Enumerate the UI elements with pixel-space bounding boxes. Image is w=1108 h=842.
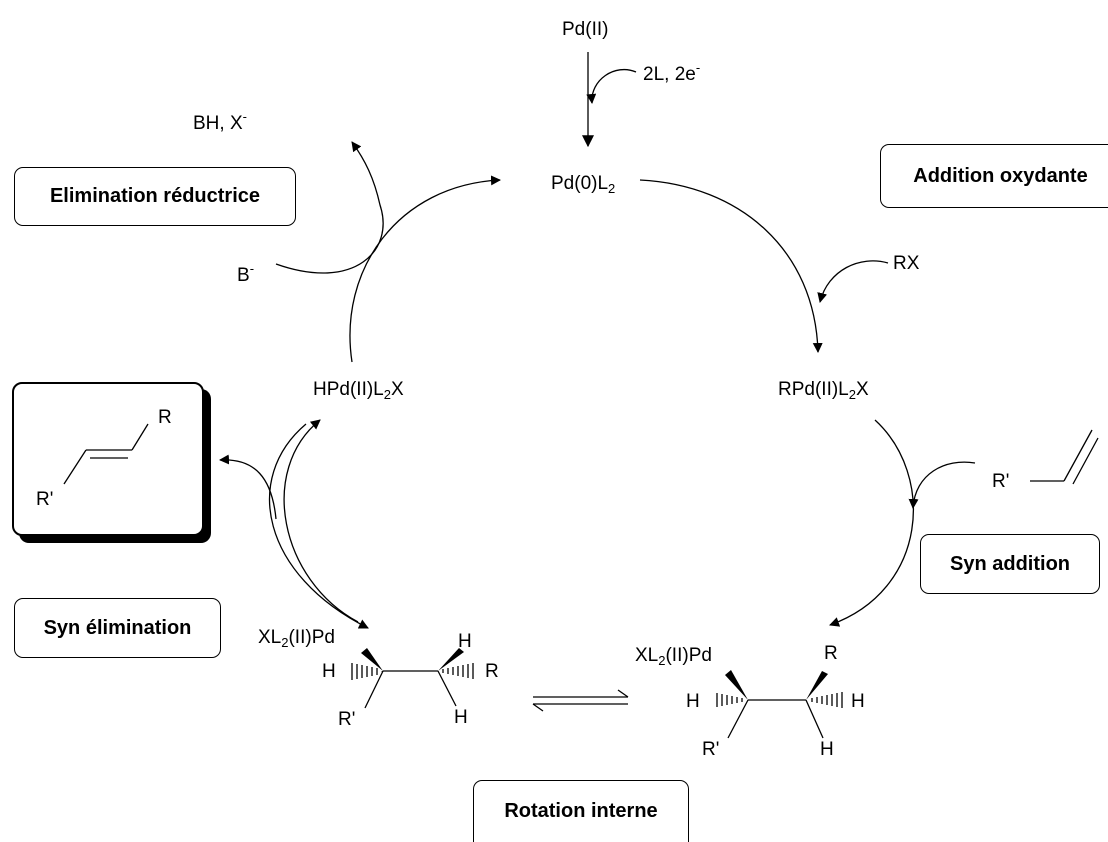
syn-elimination-label: Syn élimination [43, 616, 192, 639]
oxidative-addition-label: Addition oxydante [913, 164, 1088, 187]
bh-x-label: BH, X- [193, 109, 247, 134]
right-h-bottom-label: H [820, 739, 834, 760]
rx-arrow [817, 260, 889, 303]
reductive-elimination-box: Elimination réductrice [14, 167, 296, 226]
oxidative-addition-arc [639, 179, 823, 353]
left-r-label: R [485, 661, 499, 682]
internal-rotation-box: Rotation interne [473, 780, 689, 842]
equilibrium-forward-hook [617, 689, 629, 698]
right-r-prime-label: R' [702, 739, 720, 760]
syn-addition-label: Syn addition [950, 552, 1070, 575]
syn-addition-box: Syn addition [920, 534, 1100, 594]
hpd-complex-label: HPd(II)L2X [313, 379, 404, 402]
syn-elimination-arc-outer [283, 419, 359, 623]
alkene-arrow [908, 461, 976, 509]
syn-elimination-arc-inner [268, 423, 369, 629]
product-r-label: R [158, 407, 172, 428]
product-alkene-structure [63, 423, 149, 485]
syn-addition-arc [829, 419, 914, 627]
product-release-arrow [219, 454, 277, 520]
left-intermediate-bonds [351, 648, 474, 709]
internal-rotation-label: Rotation interne [504, 800, 658, 822]
right-h-label: H [686, 691, 700, 712]
pd0-catalyst-label: Pd(0)L2 [551, 173, 616, 196]
reducing-reagent-arrow [586, 68, 637, 104]
alkene-substituent-label: R' [992, 471, 1010, 492]
product-box: R R' [12, 382, 204, 536]
right-h-right-label: H [851, 691, 865, 712]
left-h-label: H [322, 661, 336, 682]
pd-ii-label: Pd(II) [562, 19, 609, 40]
right-intermediate-bonds [716, 670, 843, 739]
left-r-prime-label: R' [338, 709, 356, 730]
syn-elimination-box: Syn élimination [14, 598, 221, 658]
left-pd-group-label: XL2(II)Pd [258, 627, 335, 650]
left-h-bottom-label: H [454, 707, 468, 728]
left-h-top-label: H [458, 631, 472, 652]
alkene-reagent-structure [1030, 429, 1099, 485]
rpd-complex-label: RPd(II)L2X [778, 379, 869, 402]
base-arrow [275, 141, 384, 274]
equilibrium-backward-hook [532, 703, 544, 712]
rx-label: RX [893, 253, 920, 274]
reductive-elimination-label: Elimination réductrice [49, 185, 261, 207]
oxidative-addition-box: Addition oxydante [880, 144, 1108, 208]
reductive-elimination-arc [349, 175, 501, 363]
right-pd-group-label: XL2(II)Pd [635, 645, 712, 668]
reducing-reagent-label: 2L, 2e- [643, 60, 701, 85]
base-label: B- [237, 261, 255, 286]
product-r-prime-label: R' [36, 489, 54, 510]
right-r-top-label: R [824, 643, 838, 664]
